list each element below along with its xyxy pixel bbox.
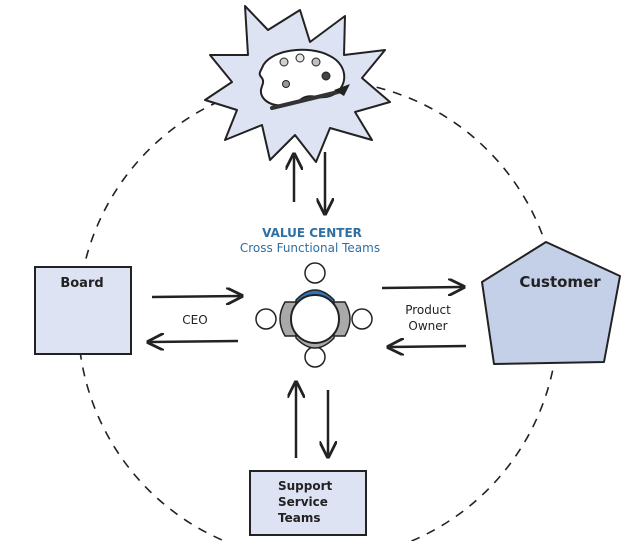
arrow-center-to-customer (381, 287, 462, 288)
palette-icon (258, 48, 350, 110)
team-table-icon (255, 262, 373, 368)
product-owner-label-line-1: Product (405, 303, 451, 317)
arrow-board-to-center (151, 296, 240, 297)
arrow-center-to-board (150, 341, 239, 342)
product-owner-label-line-2: Owner (408, 319, 447, 333)
support-label-line-2: Service (278, 495, 328, 509)
support-label-line-3: Teams (278, 511, 320, 525)
value-center-subtitle: Cross Functional Teams (240, 241, 380, 255)
vision-burst-node (204, 5, 391, 163)
customer-label: Customer (519, 273, 601, 291)
value-center-title: VALUE CENTER (262, 226, 362, 240)
support-service-teams-node: Support Service Teams (249, 470, 367, 536)
support-label-line-1: Support (278, 479, 333, 493)
board-node: Board (34, 266, 132, 355)
board-label: Board (60, 276, 103, 291)
customer-node: Customer (481, 241, 621, 365)
arrow-customer-to-center (390, 346, 467, 347)
ceo-label: CEO (182, 313, 207, 327)
